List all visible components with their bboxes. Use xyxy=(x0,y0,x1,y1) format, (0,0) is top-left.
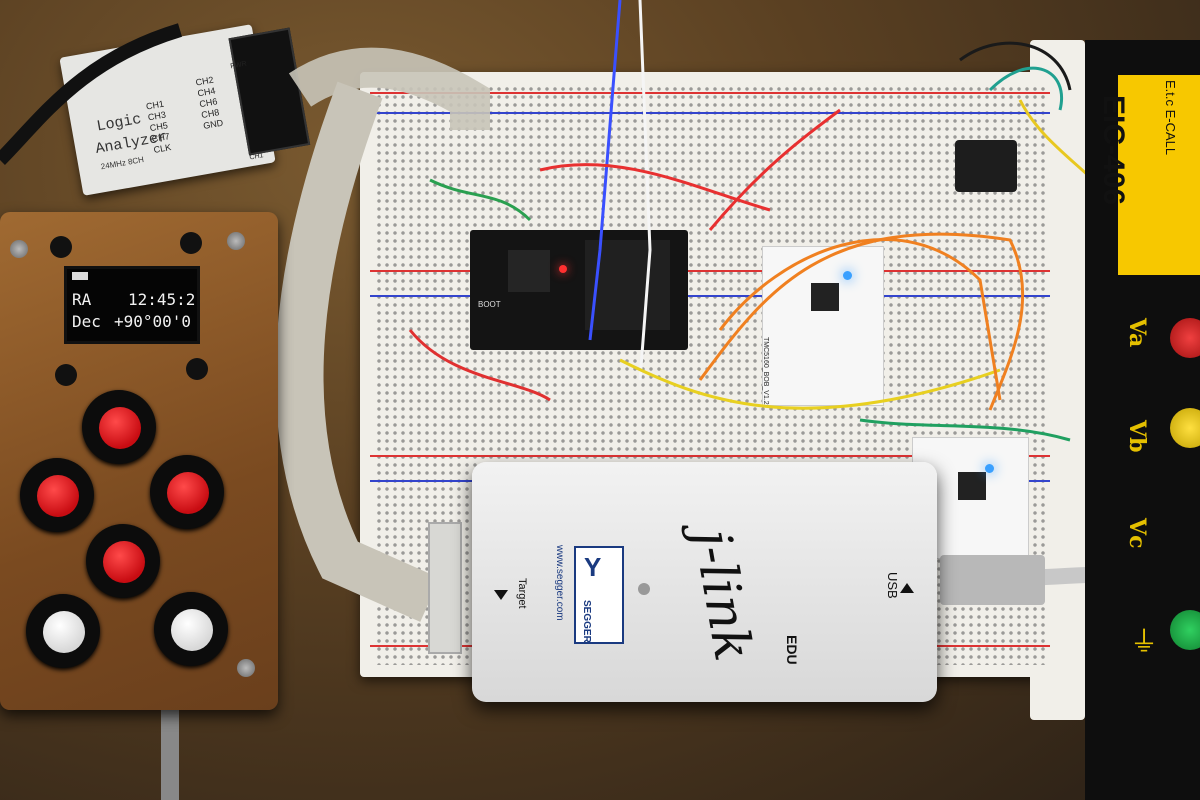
segger-url: www.segger.com xyxy=(554,545,565,621)
wire-orange xyxy=(698,232,1025,411)
segger-logo-icon: Y xyxy=(584,552,602,582)
rail-line-red xyxy=(370,455,1050,457)
ribbon-cable-top xyxy=(288,47,490,130)
rail-line-red xyxy=(370,92,1050,94)
wire-teal xyxy=(988,66,1063,111)
button-cap-red xyxy=(167,472,209,514)
rail-line-red xyxy=(370,270,1050,272)
screw-icon xyxy=(237,659,255,677)
target-arrow-icon xyxy=(494,590,508,600)
driver-chip xyxy=(958,472,986,500)
psu-vb-label: Vb xyxy=(1124,420,1150,453)
wire-green xyxy=(859,418,1071,442)
button-white-left[interactable] xyxy=(26,594,100,668)
oled-dec-label: Dec xyxy=(72,312,101,331)
usb-plug xyxy=(940,555,1045,605)
psu-vc-label: Vc xyxy=(1124,518,1150,549)
wire-blue xyxy=(588,0,622,341)
ribbon-cable xyxy=(275,81,440,622)
jlink-usb-label: USB xyxy=(885,572,900,599)
wire-red xyxy=(408,329,551,402)
button-down[interactable] xyxy=(86,524,160,598)
psu-terminal-yellow xyxy=(1170,408,1200,448)
button-right[interactable] xyxy=(150,455,224,529)
button-cap-red xyxy=(37,475,79,517)
ribbon-connector xyxy=(428,522,462,654)
button-cap-red xyxy=(103,541,145,583)
screw-icon xyxy=(227,232,245,250)
segger-label: SEGGER xyxy=(581,600,592,643)
segger-logo-box xyxy=(574,546,624,644)
jlink-edu-label: EDU xyxy=(784,635,800,665)
usb-cable-logic xyxy=(0,23,183,165)
wire-red xyxy=(539,163,771,212)
esp32-boot-label: BOOT xyxy=(478,300,501,309)
wire-red xyxy=(708,108,841,231)
jlink-led xyxy=(638,583,650,595)
mount-hole xyxy=(50,236,72,258)
screw-icon xyxy=(10,240,28,258)
button-cap-white xyxy=(43,611,85,653)
connector-block xyxy=(955,140,1017,192)
driver-status-led xyxy=(843,271,852,280)
psu-model: EIC-406 xyxy=(1097,95,1130,206)
mount-hole xyxy=(55,364,77,386)
psu-terminal-red xyxy=(1170,318,1200,358)
usb-arrow-icon xyxy=(900,583,914,593)
button-left[interactable] xyxy=(20,458,94,532)
psu-terminal-green xyxy=(1170,610,1200,650)
psu-label-plate xyxy=(1118,75,1200,275)
mount-hole xyxy=(180,232,202,254)
rail-line-blue xyxy=(370,295,1050,297)
jlink-target-label: Target xyxy=(516,578,528,609)
button-cap-white xyxy=(171,609,213,651)
psu-va-label: Va xyxy=(1124,318,1150,348)
esp32-usb-chip xyxy=(508,250,550,292)
mount-hole xyxy=(186,358,208,380)
esp32-power-led xyxy=(559,265,567,273)
wire-white xyxy=(638,0,652,381)
button-white-right[interactable] xyxy=(154,592,228,666)
psu-brand: E.t.c E-CALL xyxy=(1163,80,1178,156)
oled-status-icon xyxy=(72,272,88,280)
driver-chip xyxy=(811,283,839,311)
oled-dec-value: +90°00'0 xyxy=(114,312,192,331)
oled-ra-value: 12:45:2 xyxy=(128,290,196,309)
rail-line-blue xyxy=(370,112,1050,114)
wire-yellow xyxy=(619,358,1001,410)
oled-ra-label: RA xyxy=(72,290,92,309)
wire-black xyxy=(959,41,1072,91)
wire-green xyxy=(429,178,532,222)
ground-icon: ⏚ xyxy=(1130,626,1159,657)
jlink-debugger xyxy=(472,462,937,702)
driver-status-led xyxy=(985,464,994,473)
wire-orange xyxy=(718,238,1002,401)
button-up[interactable] xyxy=(82,390,156,464)
button-cap-red xyxy=(99,407,141,449)
